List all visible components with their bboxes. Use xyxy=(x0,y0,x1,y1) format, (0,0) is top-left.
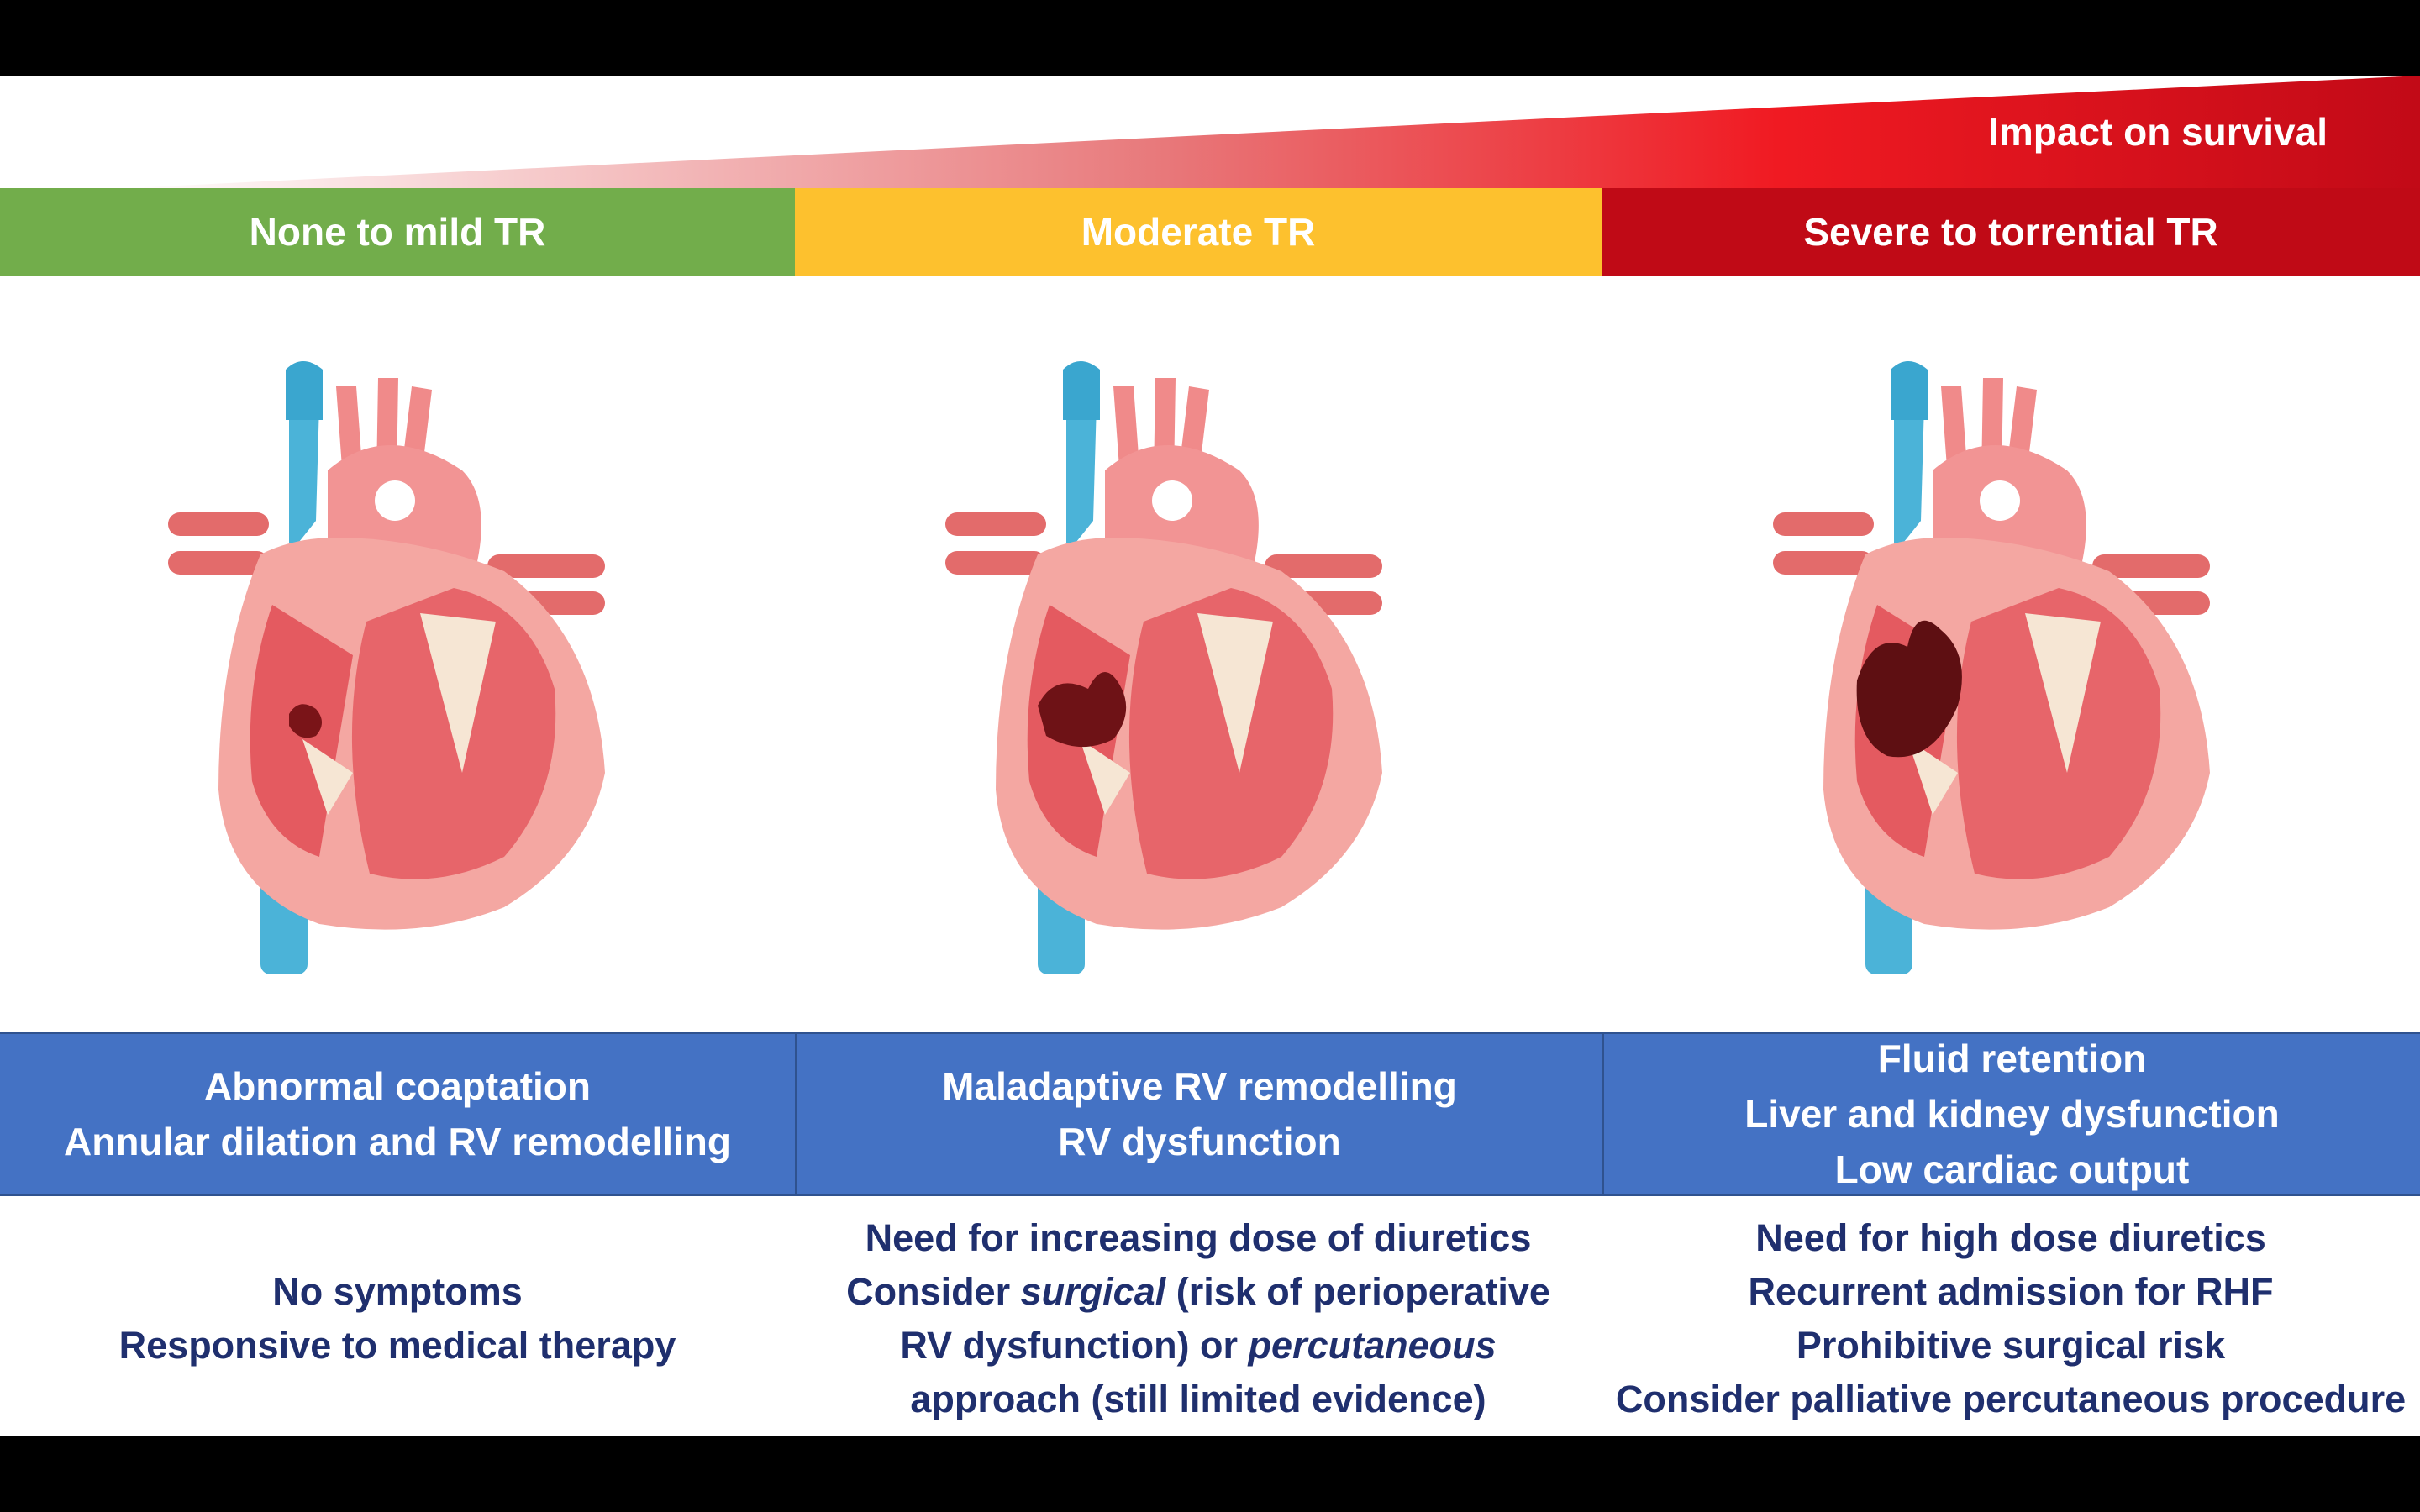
mechanism-cell-moderate: Maladaptive RV remodelling RV dysfunctio… xyxy=(795,1034,1602,1194)
clinical-text: Prohibitive surgical risk xyxy=(1796,1324,2226,1367)
slide: Impact on survival None to mild TR Moder… xyxy=(0,76,2420,1436)
clinical-text: (risk of perioperative xyxy=(1165,1270,1550,1313)
clinical-text: No symptoms xyxy=(272,1270,523,1313)
clinical-text: Responsive to medical therapy xyxy=(118,1324,676,1367)
clinical-text: Need for high dose diuretics xyxy=(1755,1216,2266,1259)
mechanism-text: Abnormal coaptation xyxy=(203,1064,592,1108)
clinical-text: approach (still limited evidence) xyxy=(910,1378,1486,1420)
mechanism-text: Low cardiac output xyxy=(1834,1147,2190,1191)
clinical-text-italic: surgical xyxy=(1020,1270,1166,1313)
clinical-text: RV dysfunction) or xyxy=(900,1324,1249,1367)
mechanism-cell-mild: Abnormal coaptation Annular dilation and… xyxy=(0,1034,795,1194)
clinical-text: Consider palliative percutaneous procedu… xyxy=(1615,1378,2407,1420)
clinical-line: Consider surgical (risk of perioperative xyxy=(846,1265,1550,1319)
impact-gradient-wedge xyxy=(126,76,2420,188)
stage-header-severe: Severe to torrential TR xyxy=(1602,188,2420,276)
mechanism-text: Maladaptive RV remodelling xyxy=(942,1064,1457,1108)
stage-header-moderate: Moderate TR xyxy=(795,188,1602,276)
clinical-cell-mild: No symptoms Responsive to medical therap… xyxy=(0,1205,795,1432)
mechanism-cell-severe: Fluid retention Liver and kidney dysfunc… xyxy=(1602,1034,2420,1194)
clinical-line: RV dysfunction) or percutaneous xyxy=(900,1319,1496,1373)
mechanism-text: Fluid retention xyxy=(1877,1037,2147,1080)
clinical-text: Recurrent admission for RHF xyxy=(1748,1270,2274,1313)
heart-illustration-mild xyxy=(168,361,605,974)
clinical-cell-moderate: Need for increasing dose of diuretics Co… xyxy=(795,1205,1602,1432)
clinical-text: Need for increasing dose of diuretics xyxy=(865,1216,1532,1259)
mechanism-band: Abnormal coaptation Annular dilation and… xyxy=(0,1032,2420,1196)
heart-illustration-moderate xyxy=(945,361,1382,974)
clinical-text: Consider xyxy=(846,1270,1021,1313)
mechanism-text: Liver and kidney dysfunction xyxy=(1744,1092,2280,1136)
clinical-text-italic: percutaneous xyxy=(1248,1324,1497,1367)
mechanism-text: Annular dilation and RV remodelling xyxy=(64,1120,731,1163)
stage-header-mild: None to mild TR xyxy=(0,188,795,276)
clinical-cell-severe: Need for high dose diuretics Recurrent a… xyxy=(1602,1205,2420,1432)
mechanism-text: RV dysfunction xyxy=(1058,1120,1341,1163)
heart-illustration-severe xyxy=(1773,361,2210,974)
impact-on-survival-label: Impact on survival xyxy=(1988,110,2328,154)
